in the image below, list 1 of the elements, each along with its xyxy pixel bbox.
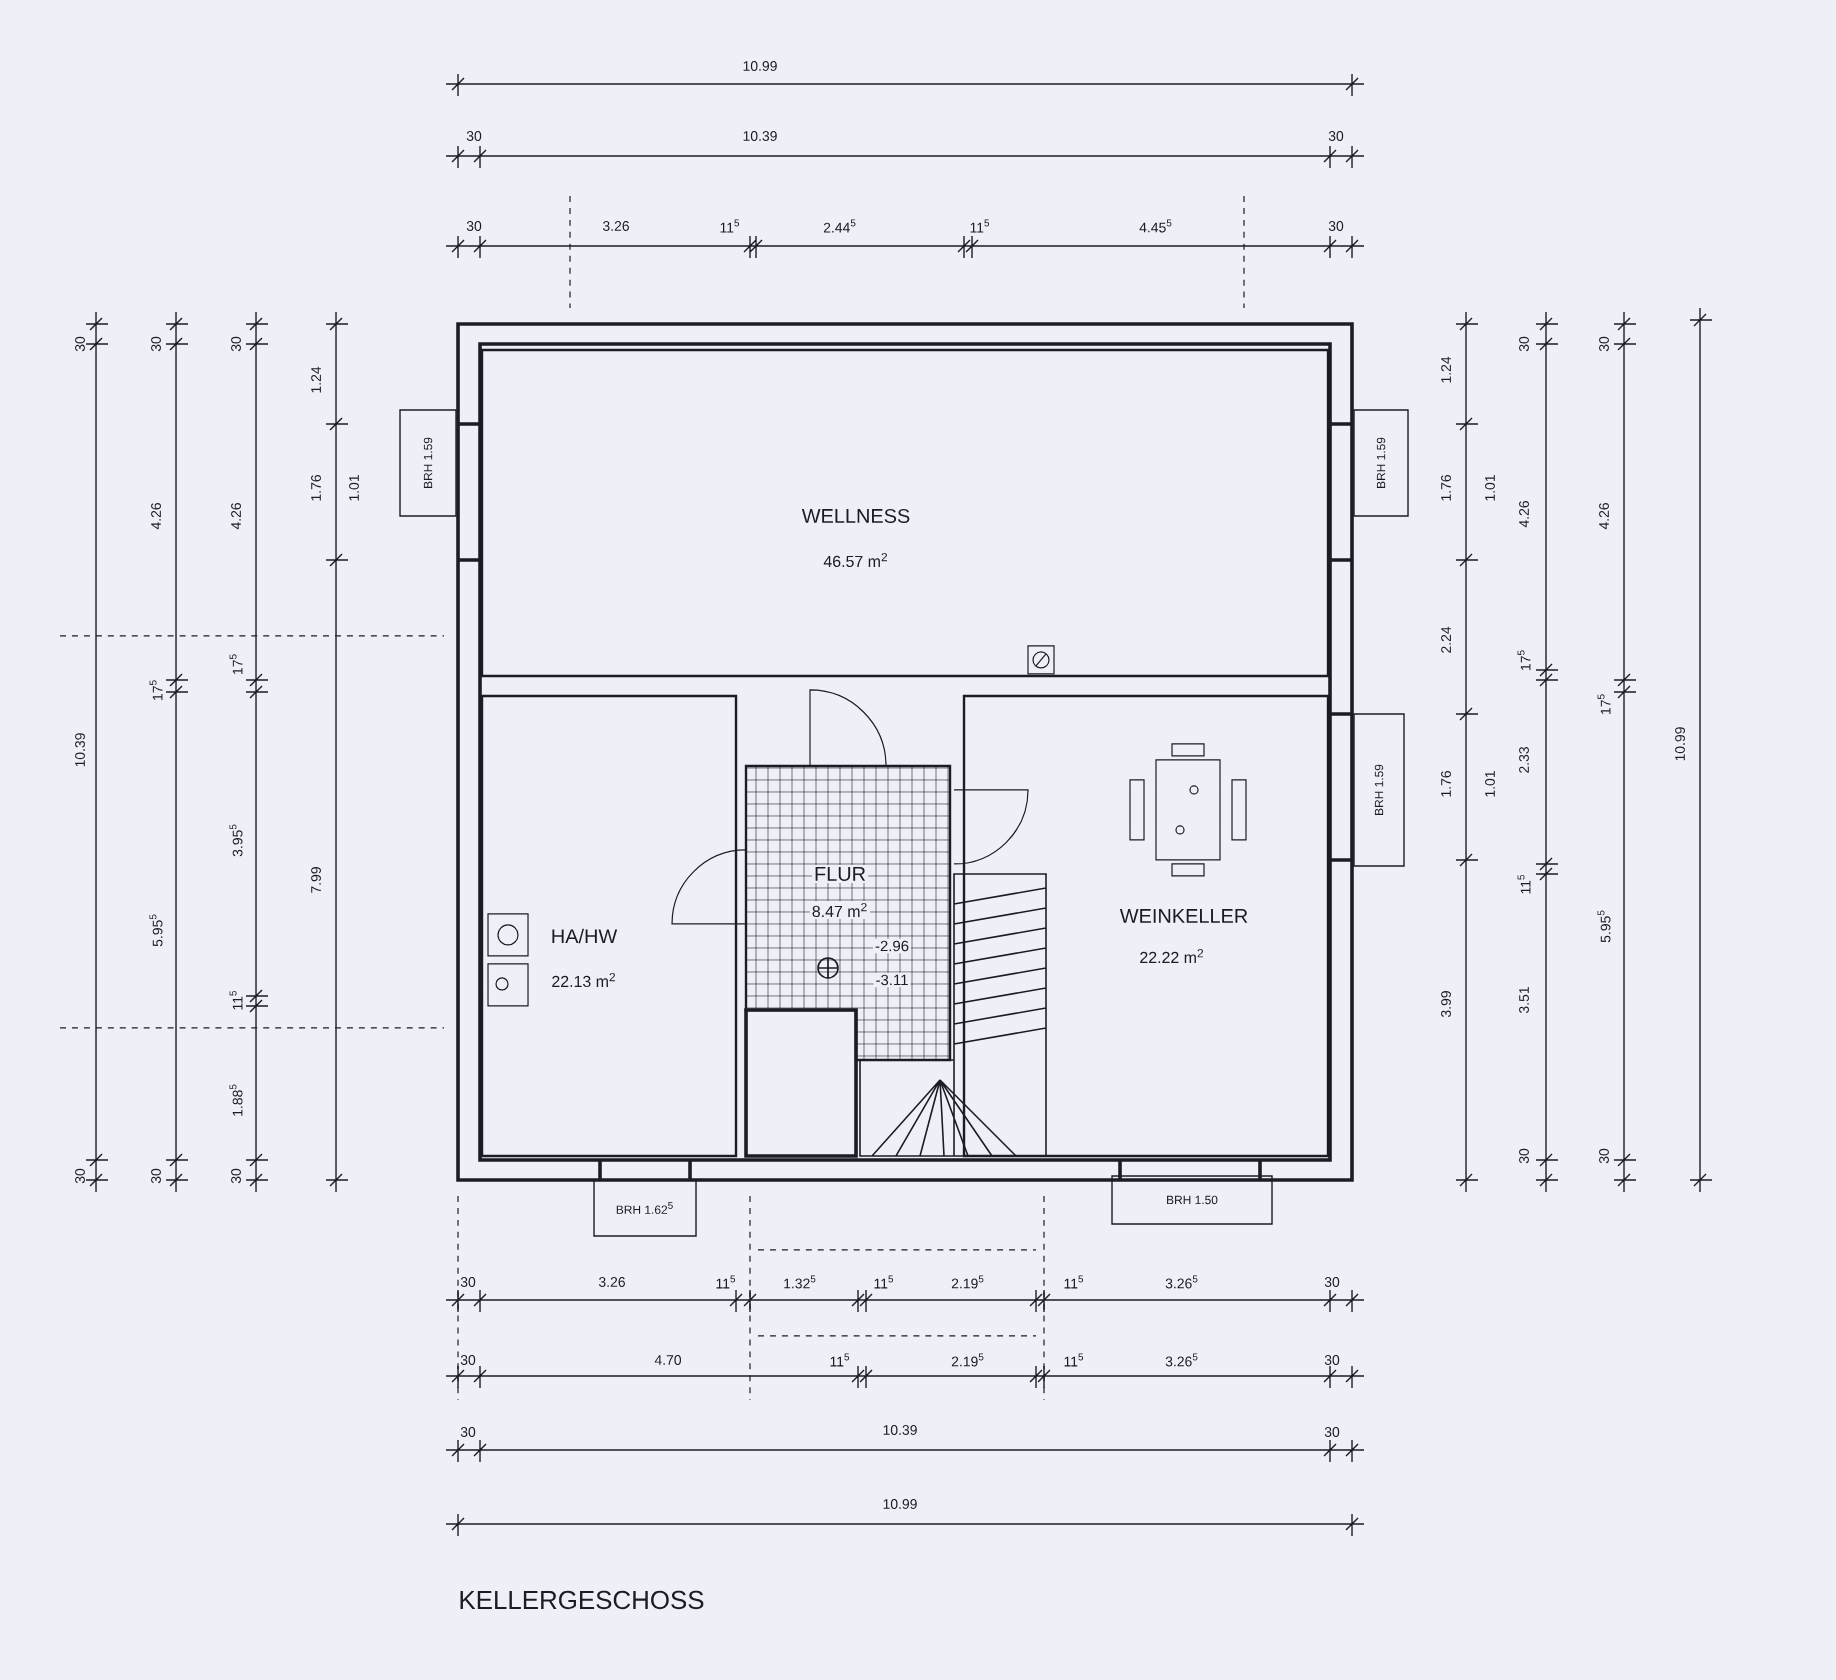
plan-title: KELLERGESCHOSS: [460, 1590, 704, 1610]
